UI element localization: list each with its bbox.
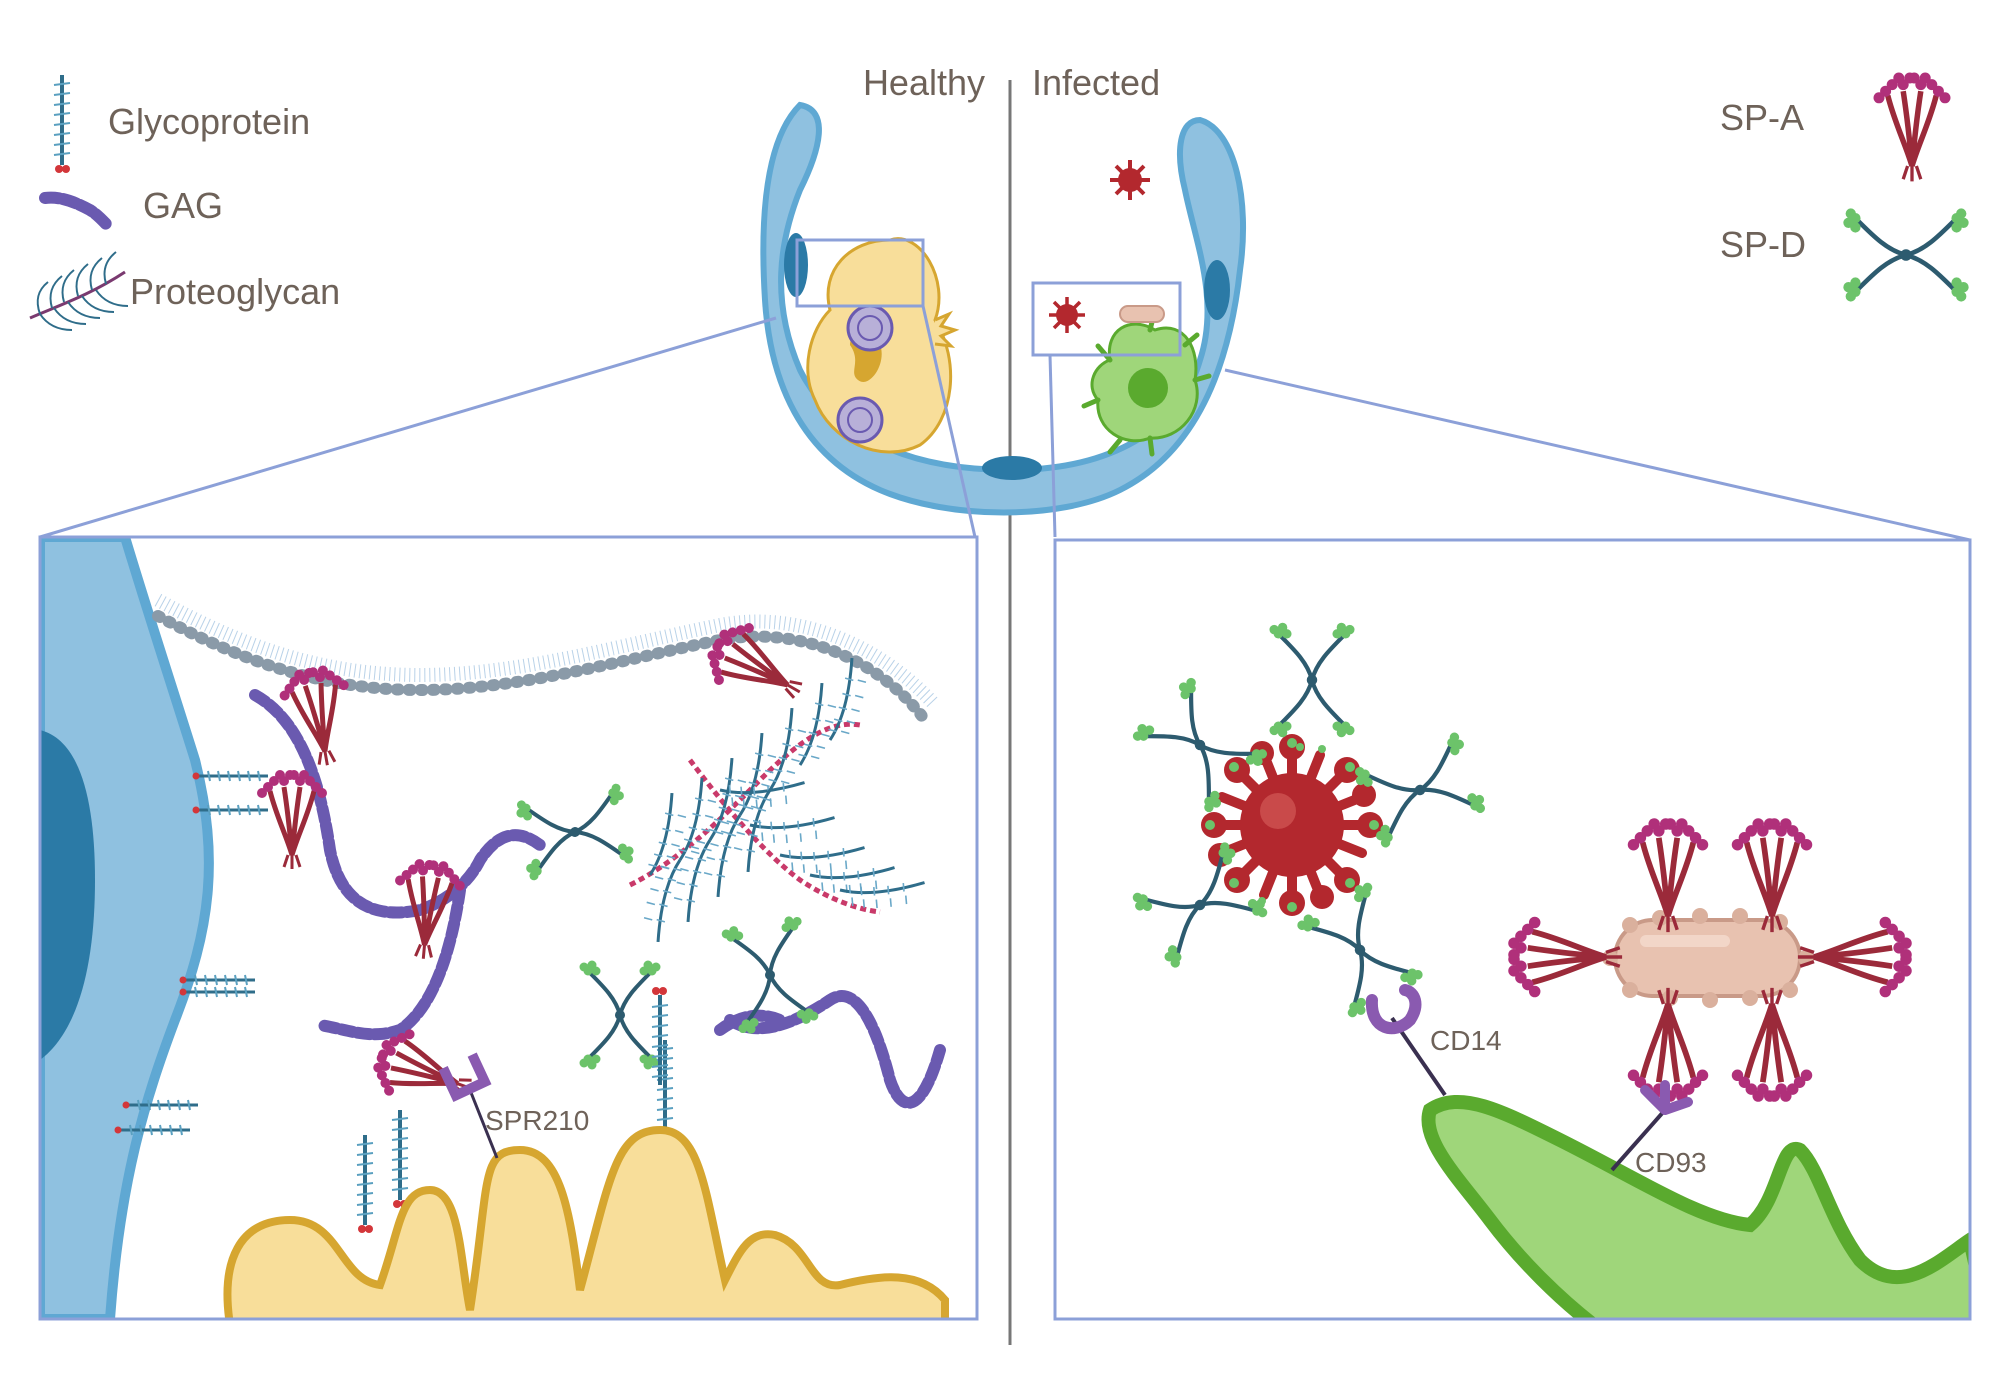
legend-left: Glycoprotein GAG Proteoglycan xyxy=(29,73,340,331)
infected-label: Infected xyxy=(1032,62,1160,103)
spr210-receptor xyxy=(438,1052,499,1159)
cd14-receptor xyxy=(1365,984,1447,1097)
cd93-label: CD93 xyxy=(1635,1147,1707,1178)
epithelial-cell xyxy=(40,537,214,1319)
infected-panel: CD14 CD93 xyxy=(1053,538,1972,1321)
infected-panel-frame xyxy=(1053,538,1972,1321)
gag-chain xyxy=(249,689,946,1109)
bacterium-small-box xyxy=(1119,305,1165,323)
proteoglycan xyxy=(618,656,927,944)
healthy-macrophage xyxy=(806,237,960,454)
cd14-label: CD14 xyxy=(1430,1025,1502,1056)
glycoprotein-icon xyxy=(52,73,72,175)
legend-gag-label: GAG xyxy=(143,185,223,226)
healthy-macrophage-membrane xyxy=(223,1125,949,1319)
healthy-label: Healthy xyxy=(863,62,985,103)
healthy-zoom-box xyxy=(795,238,925,308)
gag-icon xyxy=(39,191,114,232)
surfactant-film xyxy=(152,610,931,726)
infected-macrophage xyxy=(1081,311,1212,457)
infected-macrophage-arm xyxy=(1421,1095,1970,1319)
sp-a-icon xyxy=(1874,73,1951,182)
epithelial-nucleus-bottom xyxy=(982,456,1042,480)
epithelial-nucleus-right xyxy=(1204,260,1230,320)
proteoglycan-icon xyxy=(29,251,129,331)
healthy-panel: SPR210 xyxy=(38,535,979,1321)
zoom-lines xyxy=(39,305,1971,542)
alveolus xyxy=(760,101,1247,516)
alveolar-wall xyxy=(760,101,1247,516)
legend-sp-a-label: SP-A xyxy=(1720,97,1804,138)
legend-sp-d-label: SP-D xyxy=(1720,224,1806,265)
legend-right: SP-A SP-D xyxy=(1720,73,1969,302)
cd93-receptor xyxy=(1610,1080,1693,1172)
legend-proteoglycan-label: Proteoglycan xyxy=(130,271,340,312)
sp-d-icon xyxy=(1843,208,1968,301)
bacterium-large xyxy=(1602,908,1814,1008)
legend-glycoprotein-label: Glycoprotein xyxy=(108,101,310,142)
infected-zoom-box xyxy=(1031,281,1182,357)
virus-small-box xyxy=(1049,297,1085,333)
spr210-label: SPR210 xyxy=(485,1105,589,1136)
healthy-panel-frame xyxy=(38,535,979,1321)
virus-small-top xyxy=(1110,160,1150,200)
epithelial-cell-nucleus xyxy=(40,730,95,1060)
